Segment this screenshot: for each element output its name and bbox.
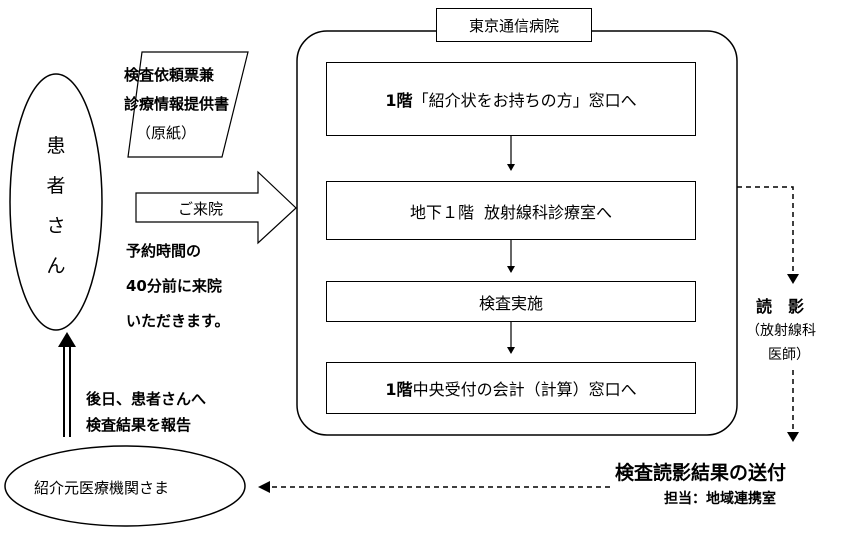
patient-label: 患 者 さ ん <box>40 126 72 286</box>
visit-arrow-shape <box>135 170 297 245</box>
referrer-name: 紹介元医療機関さま <box>34 479 170 497</box>
document-line2: 診療情報提供書 <box>124 95 230 113</box>
document-line3: （原紙） <box>136 124 197 142</box>
reading-dashed-arrow <box>737 186 794 282</box>
hospital-name: 東京通信病院 <box>468 16 559 35</box>
result-contact: 担当：地域連携室 <box>664 491 776 507</box>
result-title: 検査読影結果の送付 <box>615 462 787 484</box>
step-1-text: 「紹介状をお持ちの方」窓口へ <box>412 91 637 110</box>
step-3-text: 検査実施 <box>478 293 543 313</box>
hospital-name-box: 東京通信病院 <box>436 8 592 42</box>
report-line2: 検査結果を報告 <box>86 416 192 434</box>
step-box-2: 地下１階放射線科診療室へ <box>326 181 696 240</box>
arrival-note-line3: いただきます。 <box>126 312 230 330</box>
reading-sub1: （放射線科 <box>746 323 816 339</box>
step-box-3: 検査実施 <box>326 281 696 322</box>
reading-title: 読 影 <box>756 297 805 316</box>
step-2-text: 放射線科診療室へ <box>484 202 613 222</box>
patient-char: 患 <box>46 135 66 157</box>
step-1-floor: 1階 <box>385 91 413 110</box>
visit-arrow-label: ご来院 <box>178 200 224 218</box>
step-2-floor: 地下１階 <box>409 202 474 222</box>
patient-ellipse <box>9 73 103 331</box>
step-4-floor: 1階 <box>385 380 413 399</box>
document-shape <box>127 51 249 158</box>
arrival-note-line2: 40分前に来院 <box>126 277 222 295</box>
step-box-4: 1階中央受付の会計（計算）窓口へ <box>326 362 696 414</box>
document-line1: 検査依頼票兼 <box>124 66 215 84</box>
arrival-note-line1: 予約時間の <box>126 242 202 260</box>
report-line1: 後日、患者さんへ <box>86 390 207 408</box>
report-up-arrow <box>58 332 76 347</box>
patient-char: さ <box>46 215 66 237</box>
patient-char: ん <box>46 255 66 277</box>
step-box-1: 1階「紹介状をお持ちの方」窓口へ <box>326 62 696 136</box>
referrer-ellipse <box>4 445 246 527</box>
patient-char: 者 <box>46 175 66 197</box>
step-4-text: 中央受付の会計（計算）窓口へ <box>412 380 637 399</box>
reading-sub2: 医師） <box>768 347 810 363</box>
